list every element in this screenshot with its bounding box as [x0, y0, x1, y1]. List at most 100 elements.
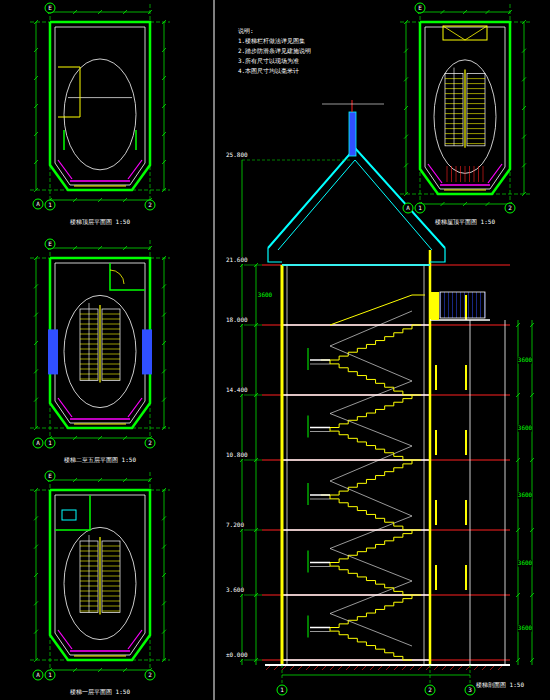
axis-label: E [418, 5, 422, 12]
window-mullion [465, 166, 466, 182]
axis-bubble [505, 203, 515, 213]
window-segment [435, 500, 437, 525]
stair-tread [467, 108, 485, 109]
dimension-tick [162, 48, 166, 52]
interior-wall-face [55, 495, 145, 655]
balcony-railing [440, 292, 485, 318]
window-band [70, 650, 130, 652]
dimension-tick [404, 20, 408, 24]
window-band [488, 164, 502, 183]
axis-label: 1 [48, 202, 52, 209]
interior-wall-face [55, 27, 145, 185]
landing-slab [310, 494, 330, 496]
handrail [330, 381, 412, 414]
oval-balustrade [64, 295, 136, 407]
stair-tread [102, 319, 120, 320]
ground-hatch [418, 666, 422, 670]
dimension-tick [34, 48, 38, 52]
extension-line [244, 660, 262, 661]
sill-line [444, 190, 486, 191]
dimension-tick [404, 77, 408, 81]
ground-hatch [282, 666, 286, 670]
interior-wall-face [55, 263, 145, 423]
stair-tread [102, 364, 120, 365]
stair-flight [330, 530, 421, 563]
stair-tread [102, 359, 120, 360]
dimension-tick [34, 313, 38, 317]
stair-tread [102, 591, 120, 592]
window-mullion [456, 166, 457, 182]
dimension-tick [123, 246, 127, 250]
exterior-wall [281, 265, 284, 665]
handrail [330, 414, 412, 447]
ground-hatch [402, 666, 406, 670]
dimension-tick [73, 198, 77, 202]
handrail [464, 70, 465, 148]
window-band [440, 184, 490, 186]
dimension-tick [240, 393, 244, 397]
axis-label: A [36, 440, 40, 447]
stair-flight [321, 495, 412, 530]
ground-hatch [466, 666, 470, 670]
landing-slab [310, 627, 330, 629]
window-mullion [478, 166, 479, 182]
handrail [99, 305, 100, 382]
exterior-wall [50, 258, 150, 428]
axis-bubble [403, 203, 413, 213]
spire-tip [352, 100, 353, 112]
axis-bubble [425, 685, 435, 695]
dimension-tick [240, 593, 244, 597]
dimension-tick [98, 198, 102, 202]
fixture [62, 510, 76, 520]
stair-flight [330, 460, 421, 495]
axis-label: 1 [280, 687, 284, 694]
dimension-tick [522, 20, 526, 24]
ground-hatch [322, 666, 326, 670]
dimension-tick [73, 10, 77, 14]
dimension-tick [98, 246, 102, 250]
axis-bubble [45, 471, 55, 481]
axis-label: E [48, 241, 52, 248]
sill-line [74, 424, 126, 425]
dimension-tick [98, 436, 102, 440]
window-mullion [483, 166, 484, 182]
drawing-text: 3.所有尺寸以现场为准 [238, 58, 299, 65]
stair-flight [467, 74, 485, 146]
stair-tread [102, 349, 120, 350]
dimension-tick [516, 528, 520, 532]
drawing-text: 3600 [518, 560, 532, 567]
dimension-tick [73, 668, 77, 672]
ground-hatch [426, 666, 430, 670]
stair-tread [467, 143, 485, 144]
window-segment [465, 500, 467, 525]
landing-slab [310, 364, 330, 365]
stair-tread [102, 611, 120, 612]
dimension-tick [404, 163, 408, 167]
dimension-tick [530, 393, 534, 397]
dimension-tick [123, 198, 127, 202]
dimension-tick [516, 458, 520, 462]
axis-bubble [33, 670, 43, 680]
dimension-tick [522, 77, 526, 81]
ground-hatch [378, 666, 382, 670]
ground-hatch [490, 666, 494, 670]
stair-tread [467, 83, 485, 84]
dimension-tick [73, 478, 77, 482]
sheet-divider [214, 0, 215, 700]
landing-line [68, 97, 132, 98]
dimension-line [282, 675, 470, 676]
stair-tread [102, 339, 120, 340]
dimension-tick [34, 188, 38, 192]
axis-label: 3 [468, 687, 472, 694]
dimension-tick [34, 488, 38, 492]
dimension-tick [34, 573, 38, 577]
stair-tread [102, 374, 120, 375]
landing-slab [310, 431, 330, 432]
dimension-tick [162, 104, 166, 108]
ground-hatch [442, 666, 446, 670]
dimension-tick [162, 426, 166, 430]
ground-line [265, 664, 510, 666]
exterior-wall [50, 22, 150, 190]
stair-flight [321, 628, 412, 661]
handrail [330, 549, 412, 582]
